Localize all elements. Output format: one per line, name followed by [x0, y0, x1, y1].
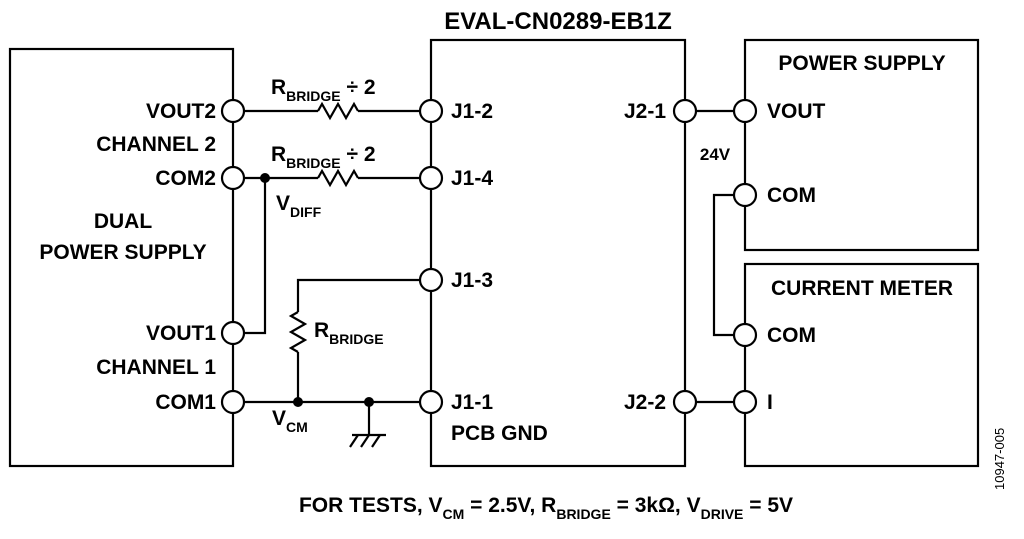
- terminal-cm-i: [732, 389, 758, 415]
- ground-hatch-2: [360, 434, 370, 448]
- label-vout1: VOUT1: [146, 322, 216, 345]
- label-cm-com: COM: [767, 324, 816, 347]
- label-j2-2: J2-2: [624, 391, 666, 414]
- label-power-supply-left: POWER SUPPLY: [39, 241, 206, 264]
- label-r-top: RBRIDGE ÷ 2: [271, 76, 376, 104]
- label-24v: 24V: [700, 145, 731, 164]
- label-ps-vout: VOUT: [767, 100, 826, 123]
- junction-ground: [364, 397, 374, 407]
- junction-vdiff: [260, 173, 270, 183]
- label-vout2: VOUT2: [146, 100, 216, 123]
- label-vdiff: VDIFF: [276, 192, 322, 220]
- terminal-ps-com: [732, 182, 758, 208]
- label-com1: COM1: [155, 391, 216, 414]
- board-title: EVAL-CN0289-EB1Z: [444, 8, 672, 35]
- resistor-top-zigzag: [317, 101, 359, 121]
- label-vcm: VCM: [272, 407, 308, 435]
- terminal-com2: [220, 165, 246, 191]
- terminal-j2-2: [672, 389, 698, 415]
- resistor-vertical-zigzag: [288, 311, 308, 353]
- label-r-mid: RBRIDGE ÷ 2: [271, 143, 376, 171]
- wire-com-to-com: [712, 193, 734, 337]
- terminal-j1-3: [418, 267, 444, 293]
- power-supply-box: [743, 38, 980, 252]
- terminal-j2-1: [672, 98, 698, 124]
- label-j1-3: J1-3: [451, 269, 493, 292]
- label-channel2: CHANNEL 2: [96, 133, 216, 156]
- label-r-vertical: RBRIDGE: [314, 319, 384, 347]
- terminal-com1: [220, 389, 246, 415]
- label-ps-com: COM: [767, 184, 816, 207]
- junction-vcm: [293, 397, 303, 407]
- terminal-j1-4: [418, 165, 444, 191]
- label-j1-1: J1-1: [451, 391, 493, 414]
- terminal-j1-1: [418, 389, 444, 415]
- label-power-supply: POWER SUPPLY: [778, 52, 945, 75]
- wire-vdiff-to-vout1: [244, 178, 267, 335]
- label-cm-i: I: [767, 391, 773, 414]
- footnote: FOR TESTS, VCM = 2.5V, RBRIDGE = 3kΩ, VD…: [299, 494, 793, 522]
- figure-id: 10947-005: [992, 428, 1007, 490]
- label-com2: COM2: [155, 167, 216, 190]
- label-current-meter: CURRENT METER: [771, 277, 953, 300]
- label-pcb-gnd: PCB GND: [451, 422, 548, 445]
- label-dual: DUAL: [94, 210, 152, 233]
- current-meter-box: [743, 262, 980, 468]
- terminal-vout2: [220, 98, 246, 124]
- ground-hatch-3: [371, 434, 381, 448]
- eval-board-box: [429, 38, 687, 468]
- terminal-vout1: [220, 320, 246, 346]
- terminal-ps-vout: [732, 98, 758, 124]
- label-channel1: CHANNEL 1: [96, 356, 216, 379]
- wire-j13-to-rbridge: [296, 278, 420, 312]
- dual-power-supply-box: [8, 47, 235, 468]
- label-j2-1: J2-1: [624, 100, 666, 123]
- terminal-j1-2: [418, 98, 444, 124]
- label-j1-2: J1-2: [451, 100, 493, 123]
- label-j1-4: J1-4: [451, 167, 493, 190]
- ground-hatch-1: [349, 434, 359, 448]
- terminal-cm-com: [732, 322, 758, 348]
- resistor-mid-zigzag: [317, 168, 359, 188]
